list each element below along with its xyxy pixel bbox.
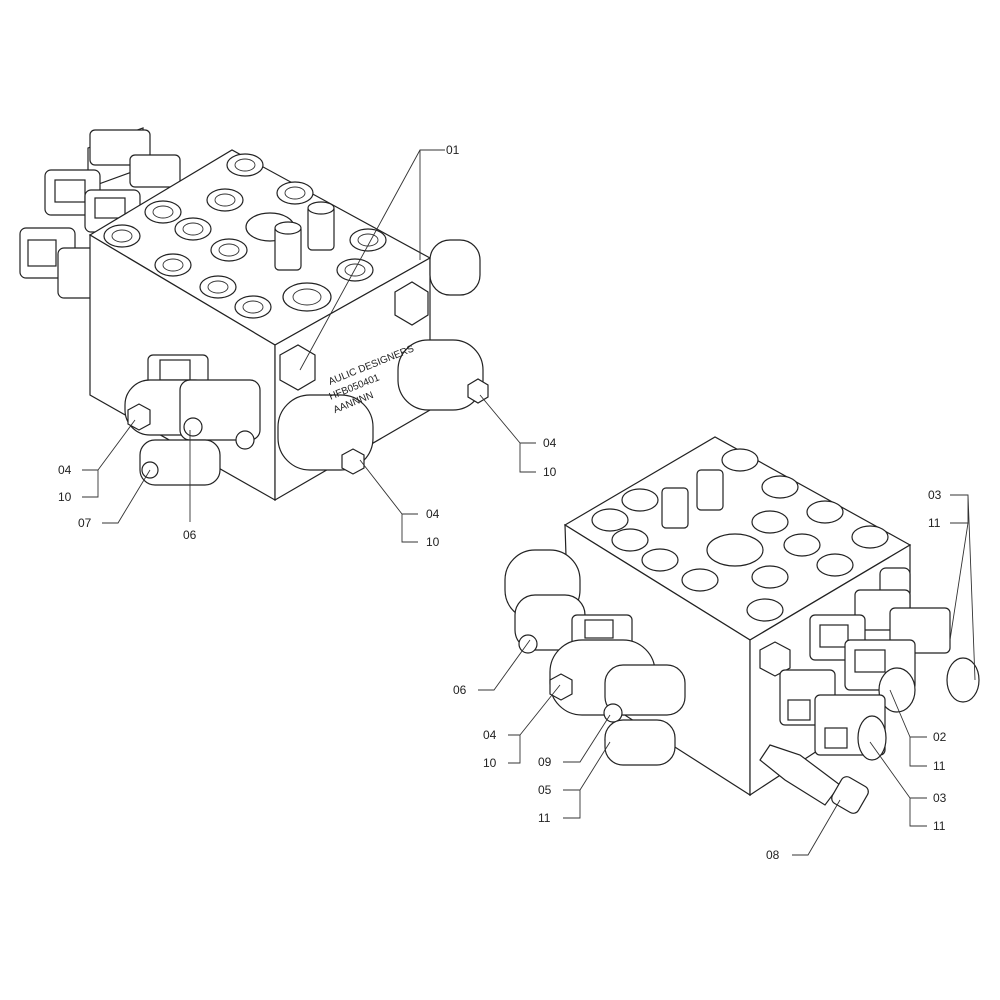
callout-03: 03 bbox=[928, 488, 942, 502]
leader-lines bbox=[82, 149, 976, 856]
callout-03: 03 bbox=[933, 791, 947, 805]
callout-07: 07 bbox=[78, 516, 92, 530]
callout-09: 09 bbox=[538, 755, 552, 769]
callout-02: 02 bbox=[933, 730, 947, 744]
callout-10: 10 bbox=[58, 490, 72, 504]
left-manifold-assembly: AULIC DESIGNERS HFB050401 AANNNN bbox=[19, 127, 489, 502]
callout-04: 04 bbox=[426, 507, 440, 521]
right-manifold-assembly bbox=[504, 436, 980, 814]
right-block-valves bbox=[504, 549, 980, 814]
callout-11: 11 bbox=[538, 811, 551, 825]
callout-10: 10 bbox=[483, 756, 497, 770]
callout-10: 10 bbox=[543, 465, 557, 479]
callout-11: 11 bbox=[933, 819, 946, 833]
right-block-ports bbox=[591, 448, 889, 622]
callout-11: 11 bbox=[928, 516, 941, 530]
callout-10: 10 bbox=[426, 535, 440, 549]
callout-06: 06 bbox=[453, 683, 467, 697]
callout-01: 01 bbox=[446, 143, 460, 157]
callout-04: 04 bbox=[543, 436, 557, 450]
callout-08: 08 bbox=[766, 848, 780, 862]
test-point-fittings bbox=[274, 201, 335, 271]
callout-04: 04 bbox=[58, 463, 72, 477]
callout-04: 04 bbox=[483, 728, 497, 742]
callout-06: 06 bbox=[183, 528, 197, 542]
callout-11: 11 bbox=[933, 759, 946, 773]
left-block-ports bbox=[103, 153, 387, 319]
callout-05: 05 bbox=[538, 783, 552, 797]
